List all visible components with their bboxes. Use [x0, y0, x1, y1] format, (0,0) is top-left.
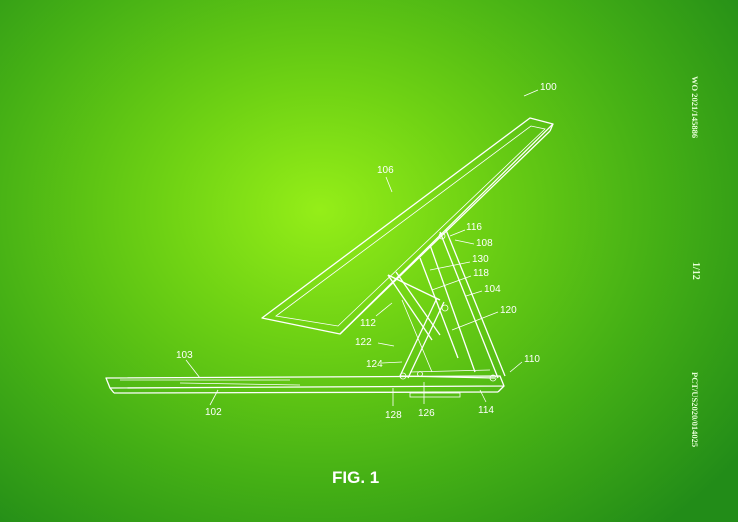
sheet-number: 1/12 — [690, 262, 701, 280]
label-100: 100 — [540, 82, 557, 93]
reference-numerals: 100 106 116 108 130 118 104 120 112 122 … — [176, 82, 557, 421]
label-122: 122 — [355, 337, 372, 348]
figure-caption: FIG. 1 — [332, 468, 380, 487]
stand-mechanism — [387, 229, 506, 382]
label-118: 118 — [473, 268, 489, 279]
base-plate — [105, 375, 505, 398]
label-108: 108 — [476, 238, 493, 249]
label-128: 128 — [385, 410, 402, 421]
label-126: 126 — [418, 408, 435, 419]
label-110: 110 — [524, 354, 540, 365]
tablet-display — [261, 117, 554, 335]
application-number: PCT/US2020/014025 — [690, 372, 700, 448]
label-102: 102 — [205, 407, 222, 418]
label-116: 116 — [466, 222, 482, 233]
leader-lines — [185, 89, 539, 406]
label-124: 124 — [366, 359, 383, 370]
label-130: 130 — [472, 254, 489, 265]
label-112: 112 — [360, 318, 376, 329]
label-104: 104 — [484, 284, 501, 295]
label-120: 120 — [500, 305, 517, 316]
publication-number: WO 2021/145886 — [690, 76, 700, 139]
label-106: 106 — [377, 165, 394, 176]
label-103: 103 — [176, 350, 193, 361]
label-114: 114 — [478, 405, 494, 416]
